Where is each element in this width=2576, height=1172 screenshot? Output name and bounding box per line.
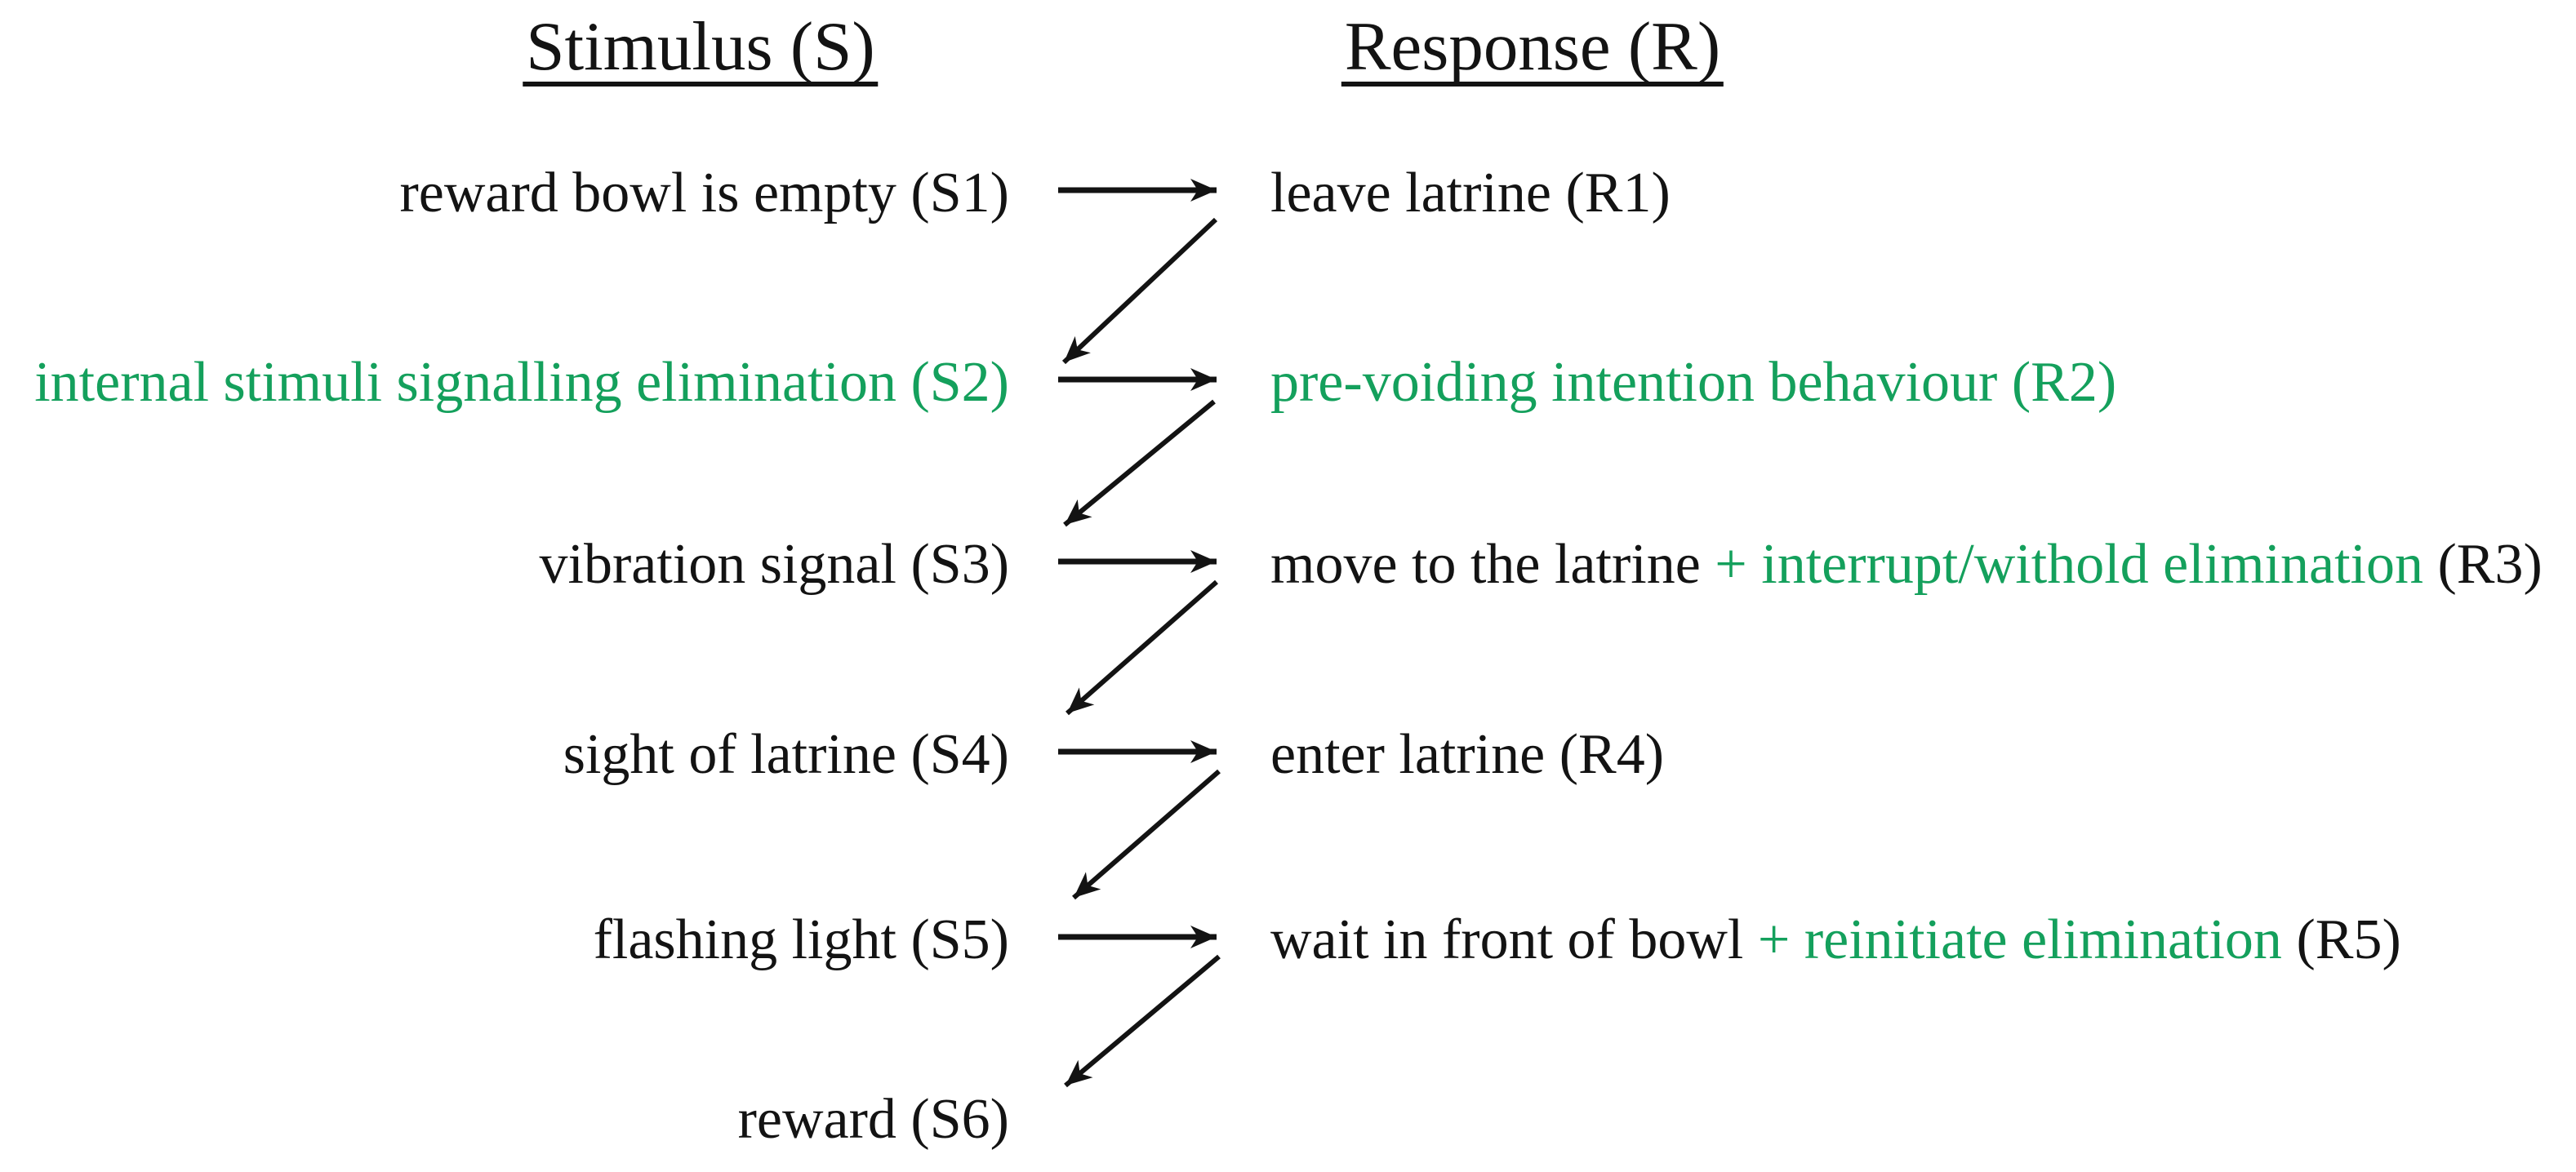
response-r5-text: wait in front of bowl [1270,908,1758,971]
response-r5-green-text: + reinitiate elimination [1757,908,2282,971]
response-r2: pre-voiding intention behaviour (R2) [1270,354,2116,411]
response-r4-text: enter latrine (R4) [1270,723,1665,786]
response-r3-green-text: + interrupt/withold elimination [1715,533,2423,596]
arrow-r1-s2 [1061,217,1218,365]
response-r5-ref: (R5) [2281,908,2401,971]
arrow-r3-s4 [1066,579,1218,716]
response-column-header-label: Response (R) [1341,12,1724,87]
arrow-r2-s3 [1063,399,1216,527]
stimulus-s5: flashing light (S5) [593,908,1009,971]
response-r1-text: leave latrine (R1) [1270,162,1671,224]
stimulus-s2: internal stimuli signalling elimination … [34,351,1009,414]
stimulus-s6: reward (S6) [737,1088,1009,1151]
arrow-r4-s5 [1072,769,1221,900]
response-r3-ref: (R3) [2423,533,2543,596]
stimulus-s3: vibration signal (S3) [539,533,1009,596]
stimulus-column-header-label: Stimulus (S) [523,12,879,87]
response-r4: enter latrine (R4) [1270,726,1664,784]
response-r5: wait in front of bowl + reinitiate elimi… [1270,912,2401,969]
response-r3: move to the latrine + interrupt/withold … [1270,536,2543,593]
stimulus-s1: reward bowl is empty (S1) [399,162,1009,224]
stimulus-s4: sight of latrine (S4) [563,723,1009,786]
stimulus-column-header: Stimulus (S) [523,12,879,87]
response-r1: leave latrine (R1) [1270,165,1671,222]
response-r3-text: move to the latrine [1270,533,1715,596]
response-column-header: Response (R) [1341,12,1724,87]
arrow-r5-s6 [1064,954,1221,1088]
response-r2-green-text: pre-voiding intention behaviour (R2) [1270,351,2117,414]
